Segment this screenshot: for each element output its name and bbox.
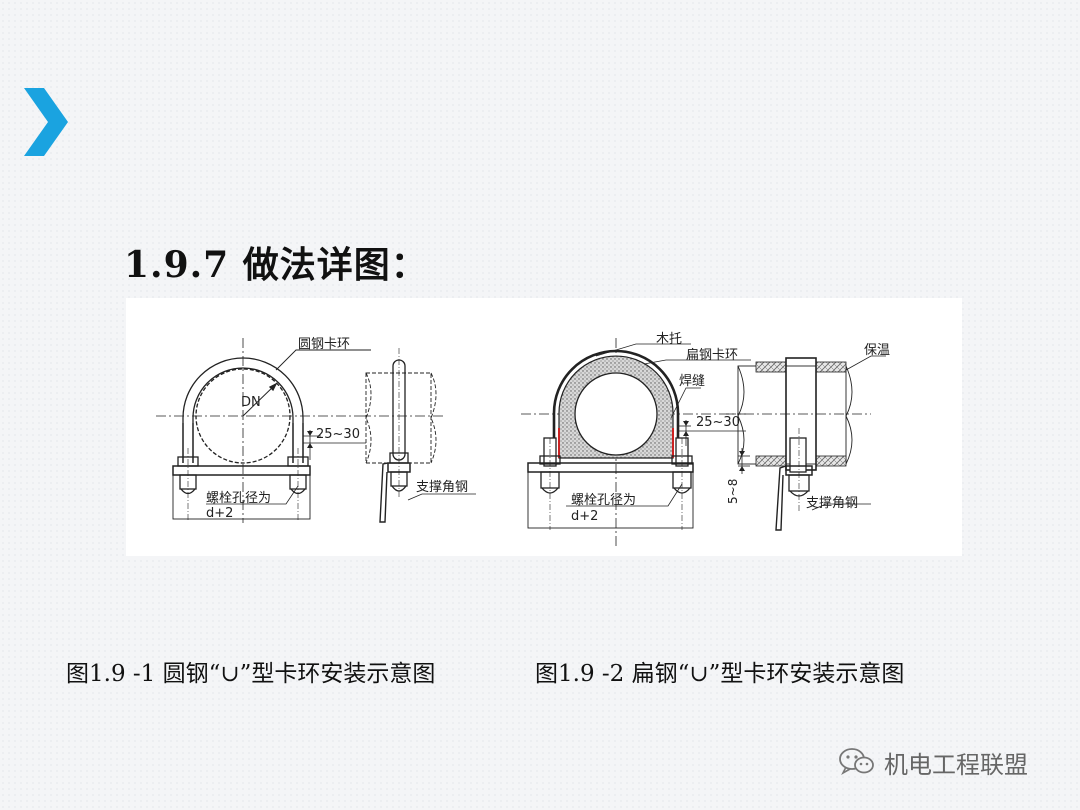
label-wood-support: 木托 [656,332,682,347]
watermark: 机电工程联盟 [838,744,1028,780]
figure2-caption: 图1.9 -2 扁钢“∪”型卡环安装示意图 [535,661,905,687]
label-support-angle-steel-fig2: 支撑角钢 [806,496,858,511]
installation-diagram: 圆钢卡环 DN 25~30 螺栓孔径为 d+2 支撑角钢 [156,332,890,546]
wechat-icon [839,748,874,776]
figure1-drawing [156,338,476,523]
label-flat-steel-clamp: 扁钢卡环 [686,348,738,363]
label-bolt-hole-fig2: 螺栓孔径为 [571,493,636,508]
label-round-steel-clamp: 圆钢卡环 [298,337,350,352]
label-support-angle-steel: 支撑角钢 [416,480,468,495]
watermark-text: 机电工程联盟 [884,750,1028,779]
label-bolt-hole-size: d+2 [206,506,233,521]
diagram-panel: 圆钢卡环 DN 25~30 螺栓孔径为 d+2 支撑角钢 [126,298,962,556]
label-insulation: 保温 [864,343,890,358]
section-heading: 1.9.7 做法详图： [124,244,428,286]
label-dn: DN [241,395,261,410]
figure1-caption: 图1.9 -1 圆钢“∪”型卡环安装示意图 [66,661,436,687]
label-gap-5-8: 5~8 [726,479,740,504]
figure2-drawing [521,338,886,546]
chevron-right-icon [24,88,68,156]
label-dim-25-30: 25~30 [316,427,360,442]
label-weld: 焊缝 [679,373,705,389]
label-bolt-hole-size-fig2: d+2 [571,509,598,524]
label-dim-25-30-fig2: 25~30 [696,415,740,430]
label-bolt-hole: 螺栓孔径为 [206,491,271,506]
